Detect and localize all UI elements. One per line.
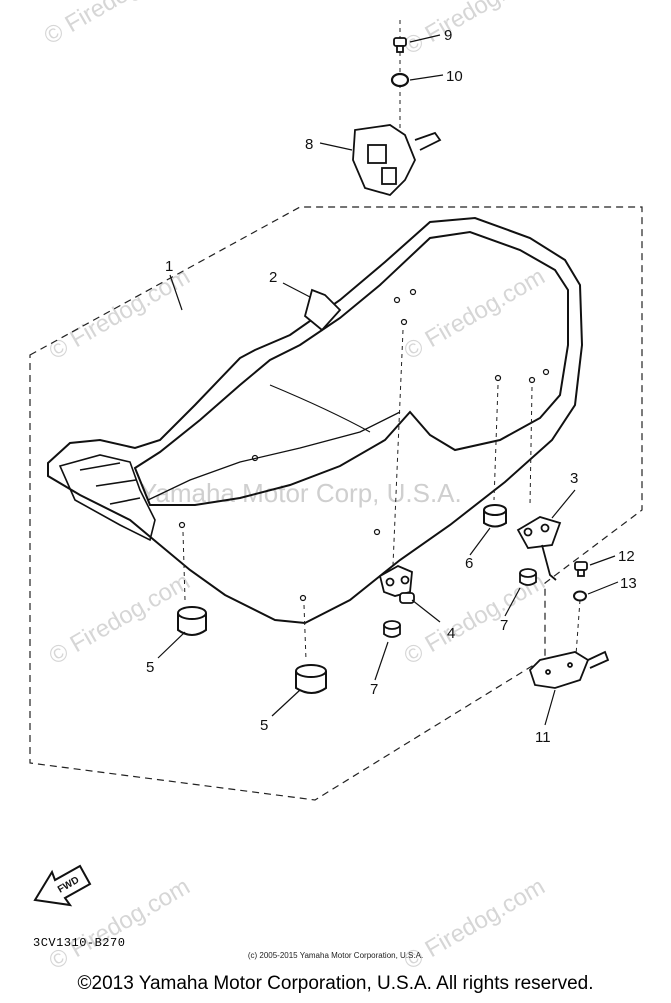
damper-part	[483, 504, 507, 528]
label-2: 2	[269, 269, 277, 286]
watermark-text: © Firedog.com	[400, 263, 550, 365]
label-11: 11	[535, 729, 551, 746]
label-13: 13	[620, 575, 637, 592]
label-1: 1	[165, 258, 173, 275]
small-copyright: (c) 2005-2015 Yamaha Motor Corporation, …	[247, 951, 424, 960]
label-5b: 5	[260, 717, 268, 734]
damper-part	[177, 606, 327, 694]
hook-part	[378, 516, 562, 604]
label-5a: 5	[146, 659, 154, 676]
screw-part	[393, 37, 407, 53]
mounting-lines	[182, 20, 581, 661]
watermark-text: © Firedog.com	[400, 0, 550, 60]
strap	[303, 288, 342, 332]
watermark-text: © Firedog.com	[45, 263, 195, 365]
label-12: 12	[618, 548, 635, 565]
label-7a: 7	[370, 681, 378, 698]
seat-lock-part	[352, 124, 442, 197]
watermark-text: © Firedog.com	[40, 0, 190, 50]
washer-part	[390, 72, 410, 88]
seat-body	[47, 216, 584, 625]
mounting-holes	[178, 288, 550, 602]
drawing-code: 3CV1310-B270	[33, 936, 126, 950]
label-3: 3	[570, 470, 578, 487]
cushion-part	[383, 568, 537, 638]
assembly-boundary	[29, 206, 643, 801]
part-labels: 1 2 3 4 5 5 6 7 7 8 9 10 11 12 13	[146, 27, 637, 746]
watermark-layer: © Firedog.com © Firedog.com © Firedog.co…	[40, 0, 550, 975]
label-9: 9	[444, 27, 452, 44]
label-8: 8	[305, 136, 313, 153]
washer-part	[573, 590, 587, 602]
fwd-arrow: FWD	[33, 864, 92, 907]
label-4: 4	[447, 625, 455, 642]
label-7b: 7	[500, 617, 508, 634]
footer-copyright: ©2013 Yamaha Motor Corporation, U.S.A. A…	[77, 973, 594, 994]
watermark-manufacturer: Yamaha Motor Corp, U.S.A.	[140, 478, 462, 508]
label-6: 6	[465, 555, 473, 572]
bracket-part	[528, 650, 610, 689]
bolt-part	[574, 561, 588, 577]
leader-lines	[157, 34, 619, 726]
label-10: 10	[446, 68, 463, 85]
watermark-text: © Firedog.com	[45, 568, 195, 670]
